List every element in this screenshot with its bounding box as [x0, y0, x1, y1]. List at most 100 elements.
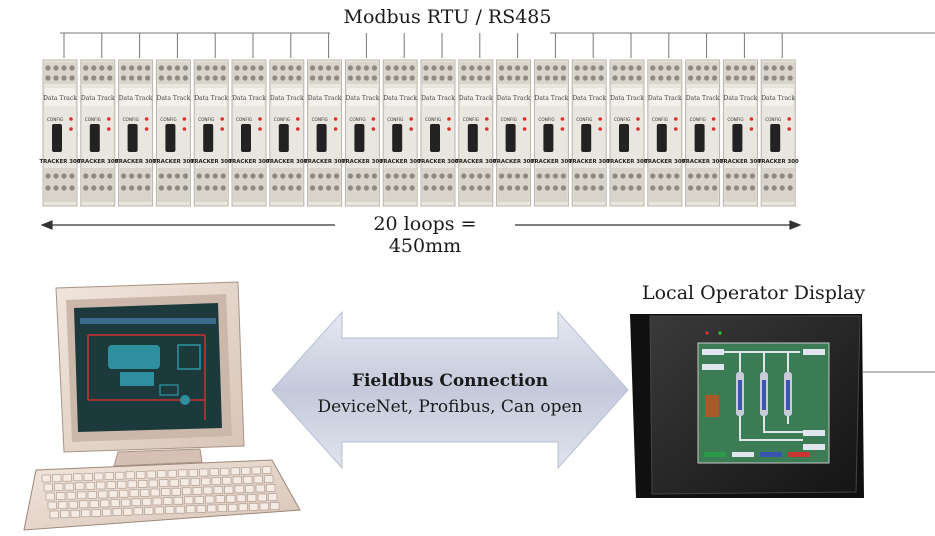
- status-led: [674, 127, 678, 131]
- module-model-label: TRACKER 300: [455, 159, 496, 165]
- status-led: [69, 117, 73, 121]
- status-led: [409, 127, 414, 131]
- status-led: [485, 117, 489, 121]
- status-led: [258, 117, 262, 121]
- module-display: [430, 124, 440, 152]
- status-led: [522, 117, 527, 121]
- module-brand: Data Track: [308, 95, 342, 102]
- module-config-label: CONFIG: [236, 117, 252, 122]
- module-display: [543, 124, 554, 152]
- module-config-label: CONFIG: [765, 117, 781, 122]
- module-config-label: CONFIG: [312, 117, 328, 122]
- status-led: [560, 127, 565, 131]
- module-config-label: CONFIG: [198, 117, 214, 122]
- module-display: [467, 124, 478, 152]
- status-led: [787, 117, 791, 121]
- module-model-label: TRACKER 300: [606, 159, 647, 165]
- status-led: [636, 117, 640, 121]
- module-model-label: TRACKER 300: [493, 159, 534, 165]
- module-config-label: CONFIG: [501, 117, 517, 122]
- module-brand: Data Track: [81, 95, 115, 102]
- status-led: [333, 117, 338, 121]
- module-brand: Data Track: [421, 95, 455, 102]
- module-config-label: CONFIG: [614, 117, 630, 122]
- module-model-label: TRACKER 300: [644, 159, 685, 165]
- module-display: [127, 124, 138, 152]
- module-brand: Data Track: [686, 95, 720, 102]
- status-led: [371, 117, 376, 121]
- pc-screen: [74, 303, 222, 432]
- module-brand: Data Track: [194, 95, 228, 102]
- status-led: [560, 117, 565, 121]
- module-display: [505, 124, 516, 152]
- module-brand: Data Track: [535, 95, 569, 102]
- module-config-label: CONFIG: [425, 117, 441, 122]
- fieldbus-arrow: [271, 310, 629, 470]
- module-config-label: CONFIG: [727, 117, 743, 122]
- status-led: [333, 127, 338, 131]
- status-led: [144, 117, 149, 121]
- status-led: [749, 127, 754, 131]
- operator-panel: [630, 314, 935, 498]
- module-display: [732, 124, 743, 152]
- module-config-label: CONFIG: [160, 117, 176, 122]
- module-brand: Data Track: [383, 95, 417, 102]
- module-display: [203, 124, 214, 152]
- status-led: [107, 117, 111, 121]
- modbus-label: Modbus RTU / RS485: [343, 6, 552, 28]
- module-config-label: CONFIG: [47, 117, 63, 122]
- module-model-label: TRACKER 300: [682, 159, 723, 165]
- module-brand: Data Track: [270, 95, 304, 102]
- status-led: [371, 127, 376, 131]
- status-led: [485, 127, 489, 131]
- module-model-label: TRACKER 300: [531, 159, 572, 165]
- module-display: [316, 124, 327, 152]
- status-led: [711, 127, 716, 131]
- module-brand: Data Track: [43, 95, 77, 102]
- module-model-label: TRACKER 300: [342, 159, 383, 165]
- status-led: [296, 127, 300, 131]
- module-display: [354, 124, 365, 152]
- module-model-label: TRACKER 300: [380, 159, 421, 165]
- status-led: [409, 117, 414, 121]
- status-led: [258, 127, 262, 131]
- module-model-label: TRACKER 300: [191, 159, 232, 165]
- status-led: [220, 127, 224, 131]
- bus-wiring: [60, 32, 935, 58]
- status-led: [598, 127, 602, 131]
- module-model-label: TRACKER 300: [720, 159, 761, 165]
- status-led: [522, 127, 527, 131]
- status-led: [749, 117, 754, 121]
- status-led: [144, 127, 149, 131]
- module-model-label: TRACKER 300: [417, 159, 458, 165]
- module-display: [52, 124, 62, 152]
- module-model-label: TRACKER 300: [115, 159, 156, 165]
- status-led: [447, 127, 451, 131]
- module-model-label: TRACKER 300: [266, 159, 307, 165]
- module-brand: Data Track: [724, 95, 758, 102]
- module-display: [278, 124, 289, 152]
- module-config-label: CONFIG: [538, 117, 554, 122]
- module-model-label: TRACKER 300: [569, 159, 610, 165]
- module-model-label: TRACKER 300: [77, 159, 118, 165]
- module-config-label: CONFIG: [349, 117, 365, 122]
- module-display: [770, 124, 781, 152]
- module-config-label: CONFIG: [576, 117, 592, 122]
- module-config-label: CONFIG: [85, 117, 101, 122]
- module-brand: Data Track: [157, 95, 191, 102]
- status-led: [711, 117, 716, 121]
